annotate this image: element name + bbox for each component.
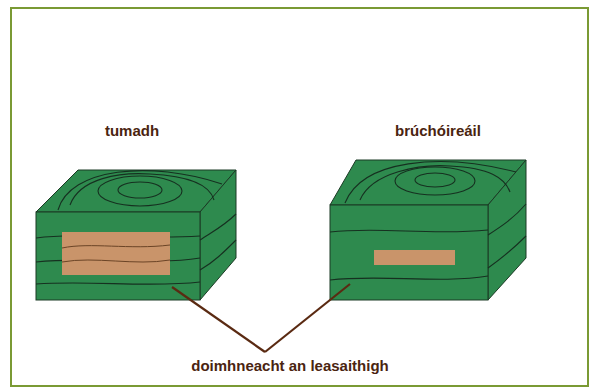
method-label: tumadh — [105, 122, 159, 139]
method-label: brúchóireáil — [395, 122, 481, 139]
tillage-layer — [374, 250, 455, 265]
soil-block-right — [330, 160, 526, 300]
soil-block-left — [36, 170, 236, 300]
leader-lines — [172, 284, 350, 352]
dimension-label: doimhneacht an leasaithigh — [191, 357, 389, 374]
tillage-layer — [62, 232, 170, 275]
frame-border — [11, 8, 588, 386]
